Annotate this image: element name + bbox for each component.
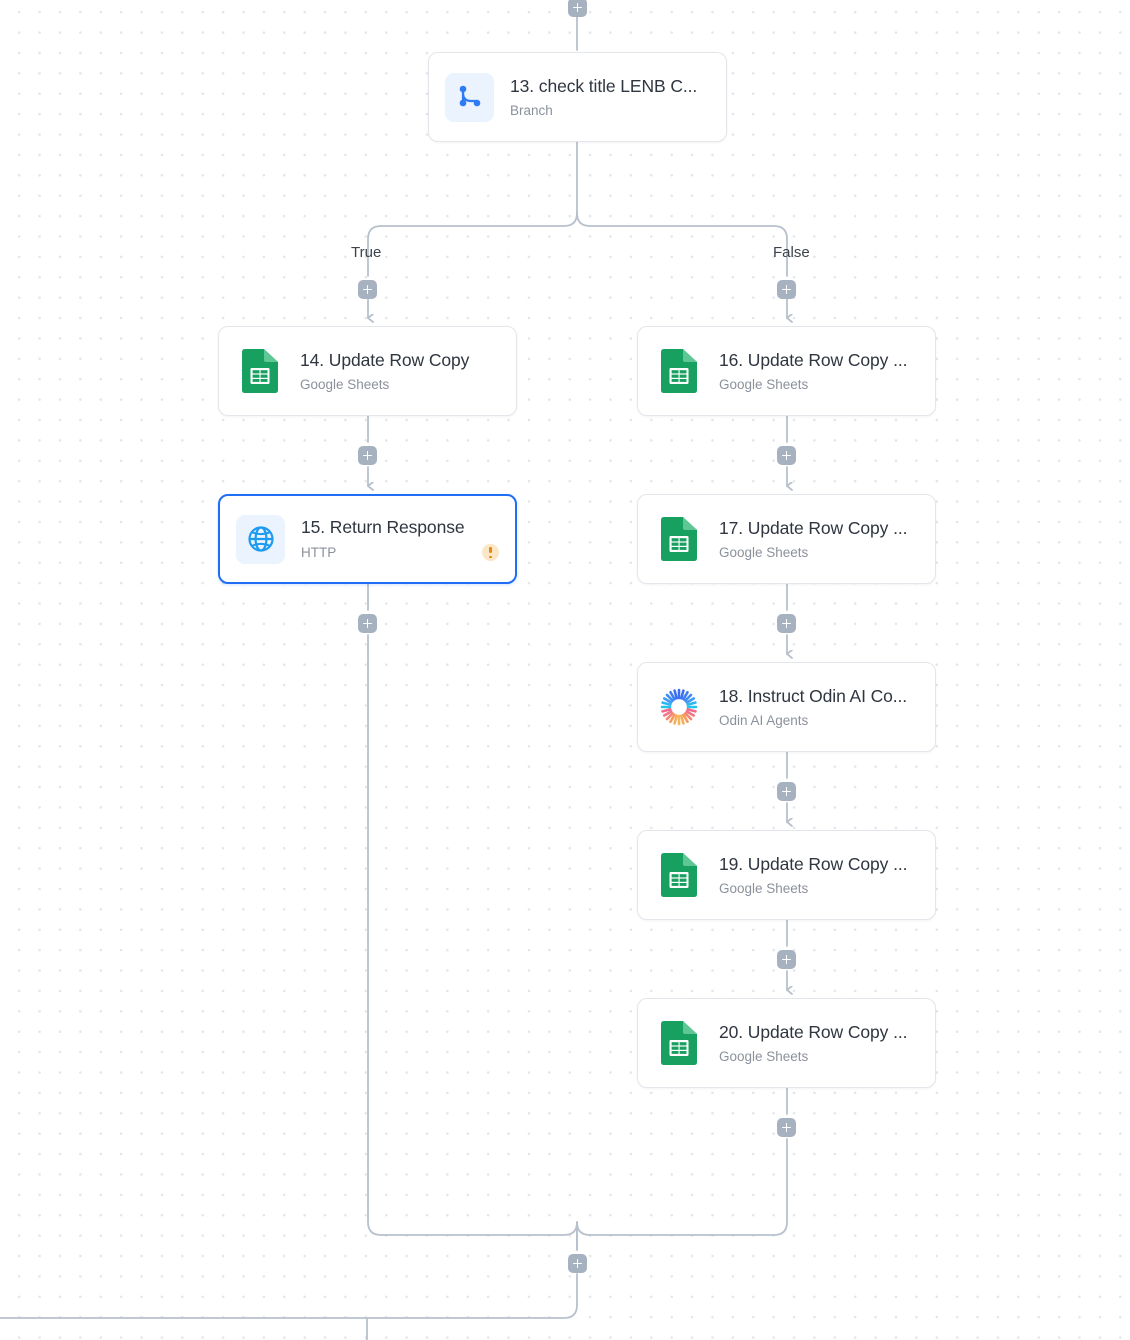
google-sheets-icon-container [654,1019,703,1068]
node-text-column: 20. Update Row Copy ... Google Sheets [719,1022,919,1065]
add-node-button-after-15[interactable] [358,614,377,633]
odin-ai-icon-container [654,683,703,732]
workflow-node-18-odin-ai[interactable]: 18. Instruct Odin AI Co... Odin AI Agent… [637,662,936,752]
workflow-node-16-google-sheets[interactable]: 16. Update Row Copy ... Google Sheets [637,326,936,416]
add-node-button-after-20[interactable] [777,1118,796,1137]
add-node-button-false-branch[interactable] [777,280,796,299]
node-text-column: 19. Update Row Copy ... Google Sheets [719,854,919,897]
google-sheets-icon [660,349,697,393]
add-node-button-true-branch[interactable] [358,280,377,299]
node-subtitle: HTTP [301,544,337,560]
workflow-node-14-google-sheets[interactable]: 14. Update Row Copy Google Sheets [218,326,517,416]
node-text-column: 15. Return Response HTTP [301,517,499,561]
node-title: 16. Update Row Copy ... [719,349,908,370]
google-sheets-icon-container [654,347,703,396]
node-title: 19. Update Row Copy ... [719,853,908,874]
add-node-button-after-18[interactable] [777,782,796,801]
google-sheets-icon [660,1021,697,1065]
workflow-node-13-branch[interactable]: 13. check title LENB C... Branch [428,52,727,142]
warning-icon[interactable] [482,544,499,561]
node-title: 17. Update Row Copy ... [719,517,908,538]
node-subtitle-row: Odin AI Agents [719,713,919,729]
workflow-node-17-google-sheets[interactable]: 17. Update Row Copy ... Google Sheets [637,494,936,584]
node-subtitle: Google Sheets [719,880,809,896]
add-node-button-after-16[interactable] [777,446,796,465]
odin-ai-icon [660,688,697,726]
branch-icon-container [445,72,494,122]
node-subtitle: Odin AI Agents [719,712,809,728]
node-text-column: 13. check title LENB C... Branch [510,76,710,119]
add-node-button-after-19[interactable] [777,950,796,969]
node-title: 18. Instruct Odin AI Co... [719,685,908,706]
add-node-button-after-17[interactable] [777,614,796,633]
google-sheets-icon [660,517,697,561]
node-subtitle-row: Google Sheets [300,377,500,393]
google-sheets-icon-container [654,515,703,564]
node-subtitle-row: Branch [510,103,710,119]
node-text-column: 17. Update Row Copy ... Google Sheets [719,518,919,561]
google-sheets-icon [241,349,278,393]
workflow-node-20-google-sheets[interactable]: 20. Update Row Copy ... Google Sheets [637,998,936,1088]
workflow-node-19-google-sheets[interactable]: 19. Update Row Copy ... Google Sheets [637,830,936,920]
node-subtitle-row: Google Sheets [719,377,919,393]
node-subtitle: Branch [510,102,553,118]
add-node-button-after-merge[interactable] [568,1254,587,1273]
node-subtitle: Google Sheets [300,376,390,392]
add-node-button-after-14[interactable] [358,446,377,465]
node-text-column: 14. Update Row Copy Google Sheets [300,350,500,393]
branch-label-false: False [773,244,810,261]
node-text-column: 16. Update Row Copy ... Google Sheets [719,350,919,393]
node-subtitle-row: Google Sheets [719,881,919,897]
add-node-button-top[interactable] [568,0,587,17]
node-text-column: 18. Instruct Odin AI Co... Odin AI Agent… [719,686,919,729]
node-subtitle-row: HTTP [301,544,499,561]
node-subtitle: Google Sheets [719,544,809,560]
node-subtitle-row: Google Sheets [719,545,919,561]
node-title: 13. check title LENB C... [510,75,698,96]
globe-icon-container [236,514,285,564]
node-subtitle: Google Sheets [719,376,809,392]
node-title: 15. Return Response [301,517,465,537]
node-title: 20. Update Row Copy ... [719,1021,908,1042]
globe-icon [247,526,274,552]
node-title: 14. Update Row Copy [300,349,470,370]
google-sheets-icon-container [235,347,284,396]
node-subtitle: Google Sheets [719,1048,809,1064]
workflow-node-15-http[interactable]: 15. Return Response HTTP [218,494,517,584]
google-sheets-icon [660,853,697,897]
google-sheets-icon-container [654,851,703,900]
node-subtitle-row: Google Sheets [719,1049,919,1065]
branch-icon [459,85,480,107]
branch-label-true: True [351,244,382,261]
